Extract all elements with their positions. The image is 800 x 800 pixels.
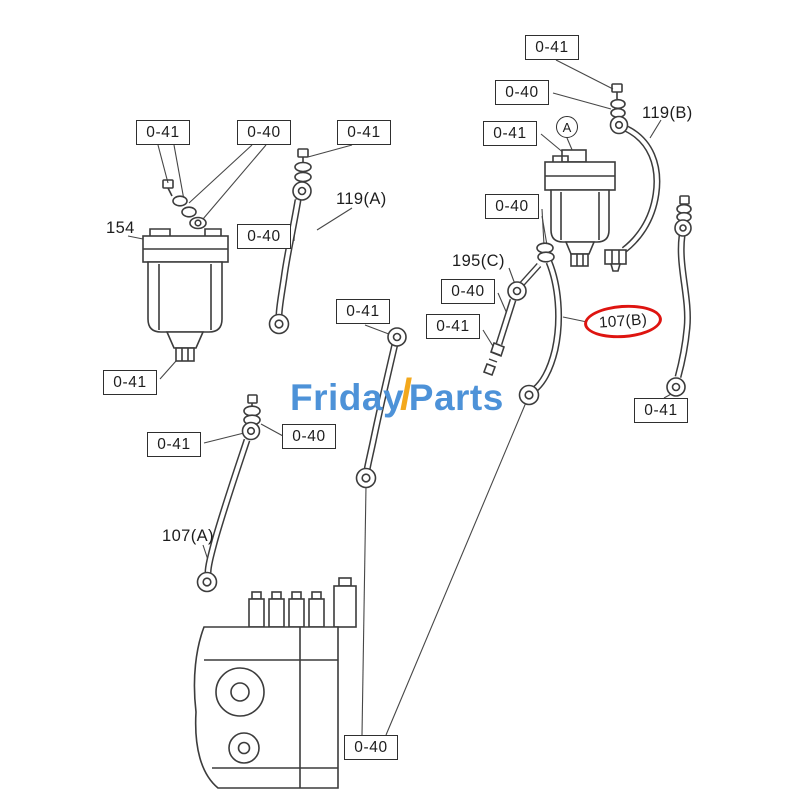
part-callout-0-41-joint-bolt: 0-41 [426, 314, 480, 339]
part-callout-0-40-right-lower: 0-40 [485, 194, 539, 219]
part-callout-0-41-top-bolt: 0-41 [525, 35, 579, 60]
part-callout-0-41-filter-nut: 0-41 [103, 370, 157, 395]
part-callout-0-40-pump: 0-40 [344, 735, 398, 760]
part-callout-0-41-pipe-bolt: 0-41 [337, 120, 391, 145]
fuel-pipe-119a [268, 148, 312, 335]
watermark-parts: Parts [408, 377, 504, 418]
injection-pump [193, 577, 357, 789]
part-callout-0-41-mid-pipe: 0-41 [336, 299, 390, 324]
part-callout-0-40-left-washer: 0-40 [237, 120, 291, 145]
fuel-pipe-middle [355, 327, 407, 489]
fuel-pipe-107a [196, 394, 261, 593]
part-callout-0-41-right-pipe: 0-41 [634, 398, 688, 423]
part-label-119b: 119(B) [642, 104, 693, 122]
part-label-107a: 107(A) [162, 527, 214, 545]
watermark-friday: Friday [290, 377, 405, 418]
left-fuel-filter [142, 179, 229, 362]
right-fuel-filter [544, 149, 616, 267]
detail-marker-a: A [556, 116, 578, 138]
part-callout-0-40-joint: 0-40 [441, 279, 495, 304]
fuel-pipe-right [666, 195, 692, 397]
part-callout-0-41-right-filter: 0-41 [483, 121, 537, 146]
part-label-119a: 119(A) [336, 190, 387, 208]
part-label-195c: 195(C) [452, 252, 505, 270]
watermark-slash-icon: / [400, 370, 413, 419]
joint-bolt-195c [482, 262, 542, 377]
fuel-pipe-107b [518, 242, 563, 406]
part-callout-0-41-107a-bolt: 0-41 [147, 432, 201, 457]
part-callout-0-40-top-washer: 0-40 [495, 80, 549, 105]
part-callout-0-41-left-bolt: 0-41 [136, 120, 190, 145]
part-label-154: 154 [106, 219, 135, 237]
fuel-pipe-119b [604, 83, 661, 272]
part-callout-0-40-pipe-washer: 0-40 [237, 224, 291, 249]
fridayparts-watermark: Friday / Parts [290, 370, 504, 423]
part-callout-0-40-107a-washer: 0-40 [282, 424, 336, 449]
